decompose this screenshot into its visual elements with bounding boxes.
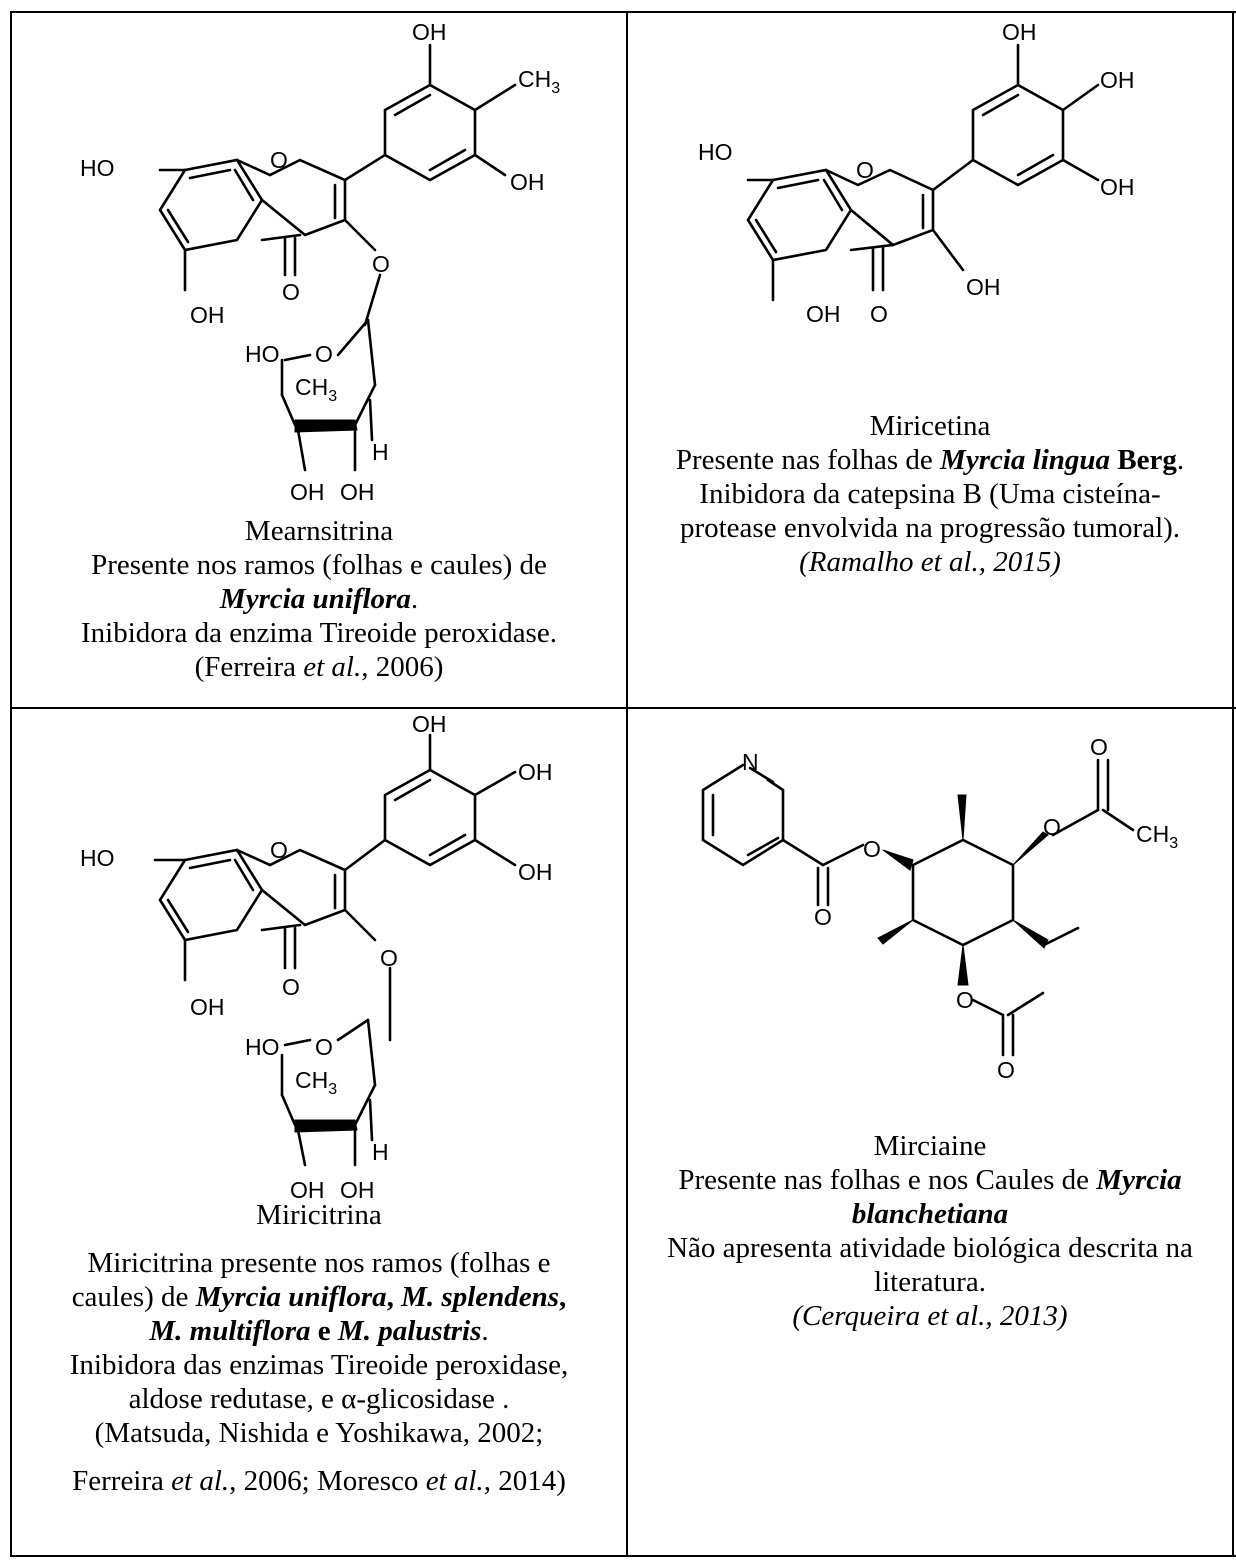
atom-sugar-h: H	[372, 439, 389, 465]
table-border-left	[10, 11, 12, 1557]
caption-line: Presente nos ramos (folhas e caules) de	[91, 549, 547, 581]
atom-sugar-o: O	[315, 341, 333, 367]
caption-line: literatura.	[874, 1266, 986, 1298]
atom-oh-top: OH	[412, 711, 447, 737]
structure-miricetina: OH OH OH HO O OH O OH	[698, 19, 1135, 327]
atom-carbonyl-o: O	[282, 279, 300, 305]
atom-o1: O	[863, 836, 881, 862]
atom-ether-o: O	[372, 251, 390, 277]
atom-ring-o: O	[856, 157, 874, 183]
caption-reference: (Cerqueira et al., 2013)	[792, 1300, 1068, 1332]
atom-oh-bottom: OH	[190, 994, 225, 1020]
atom-carbonyl-o: O	[282, 974, 300, 1000]
caption-line: Presente nas folhas e nos Caules de Myrc…	[678, 1164, 1182, 1196]
atom-sugar-h: H	[372, 1139, 389, 1165]
caption-line: caules) de Myrcia uniflora, M. splendens…	[71, 1281, 567, 1313]
compound-name: Miricetina	[869, 410, 991, 442]
caption-reference: Ferreira et al., 2006; Moresco et al., 2…	[72, 1465, 566, 1497]
caption-line: Myrcia uniflora.	[219, 583, 419, 615]
atom-oh-right: OH	[518, 859, 553, 885]
atom-o4: O	[1043, 814, 1061, 840]
atom-ho-left: HO	[80, 155, 115, 181]
atom-n: N	[742, 749, 759, 775]
atom-sugar-oh2: OH	[340, 1177, 375, 1203]
table-border-bottom	[10, 1555, 1236, 1557]
atom-o3: O	[1090, 734, 1108, 760]
caption-line: aldose redutase, e α-glicosidase .	[128, 1383, 510, 1415]
atom-oh-right: OH	[1100, 174, 1135, 200]
spacer	[12, 1232, 626, 1246]
atom-ch3: CH3	[1136, 821, 1178, 852]
table-border-center	[626, 11, 628, 1557]
atom-ho-left: HO	[80, 845, 115, 871]
caption-line: blanchetiana	[851, 1198, 1009, 1230]
atom-sugar-oh1: OH	[290, 1177, 325, 1203]
atom-ring-o: O	[270, 837, 288, 863]
atom-oh-c3: OH	[966, 274, 1001, 300]
structure-mearnsitrina: OH CH3 OH HO O OH O O HO O CH3 H OH OH	[80, 19, 560, 505]
caption-line: Inibidora da catepsina B (Uma cisteína-	[699, 478, 1161, 510]
atom-sugar-ho: HO	[245, 1034, 280, 1060]
atom-carbonyl-o: O	[870, 301, 888, 327]
caption-miricetina: Miricetina Presente nas folhas de Myrcia…	[628, 409, 1232, 579]
atom-ch3: CH3	[518, 66, 560, 97]
atom-sugar-ch3: CH3	[295, 1067, 337, 1098]
atom-oh-top: OH	[1002, 19, 1037, 45]
caption-reference: (Ferreira et al., 2006)	[194, 651, 444, 683]
caption-line: Inibidora da enzima Tireoide peroxidase.	[81, 617, 557, 649]
atom-sugar-oh2: OH	[340, 479, 375, 505]
atom-o6: O	[997, 1057, 1015, 1083]
caption-reference: (Ramalho et al., 2015)	[799, 546, 1061, 578]
caption-reference: (Matsuda, Nishida e Yoshikawa, 2002;	[94, 1417, 544, 1449]
atom-oh-mid: OH	[1100, 67, 1135, 93]
caption-line: protease envolvida na progressão tumoral…	[679, 512, 1181, 544]
atom-oh-right: OH	[510, 169, 545, 195]
atom-ring-o: O	[270, 147, 288, 173]
table-border-middle	[10, 707, 1236, 709]
caption-mearnsitrina: Mearnsitrina Presente nos ramos (folhas …	[12, 514, 626, 684]
atom-sugar-oh1: OH	[290, 479, 325, 505]
atom-o2: O	[814, 904, 832, 930]
compound-name: Mearnsitrina	[244, 515, 394, 547]
structure-mirciaine: N O O O O CH3 O O	[701, 734, 1178, 1083]
caption-line: Não apresenta atividade biológica descri…	[667, 1232, 1193, 1264]
caption-line: Inibidora das enzimas Tireoide peroxidas…	[69, 1349, 569, 1381]
compound-name: Mirciaine	[873, 1130, 987, 1162]
atom-oh-mid: OH	[518, 759, 553, 785]
caption-mirciaine: Mirciaine Presente nas folhas e nos Caul…	[628, 1129, 1232, 1333]
caption-line: Miricitrina presente nos ramos (folhas e	[87, 1247, 551, 1279]
compound-name: Miricitrina	[256, 1199, 382, 1231]
table-border-top	[10, 11, 1236, 13]
atom-oh-bottom: OH	[806, 301, 841, 327]
table-border-right	[1232, 11, 1234, 1557]
atom-oh-top: OH	[412, 19, 447, 45]
atom-oh-bottom: OH	[190, 302, 225, 328]
caption-line: Presente nas folhas de Myrcia lingua Ber…	[675, 444, 1185, 476]
atom-ho-left: HO	[698, 139, 733, 165]
caption-miricitrina: Miricitrina Miricitrina presente nos ram…	[12, 1198, 626, 1498]
spacer	[12, 1450, 626, 1464]
atom-o5: O	[956, 987, 974, 1013]
structure-miricitrina: OH OH OH HO O OH O O HO O CH3 H OH OH	[80, 711, 553, 1203]
atom-sugar-ch3: CH3	[295, 374, 337, 405]
atom-sugar-o: O	[315, 1034, 333, 1060]
atom-ether-o: O	[380, 945, 398, 971]
caption-line: M. multiflora e M. palustris.	[149, 1315, 489, 1347]
atom-sugar-ho: HO	[245, 341, 280, 367]
